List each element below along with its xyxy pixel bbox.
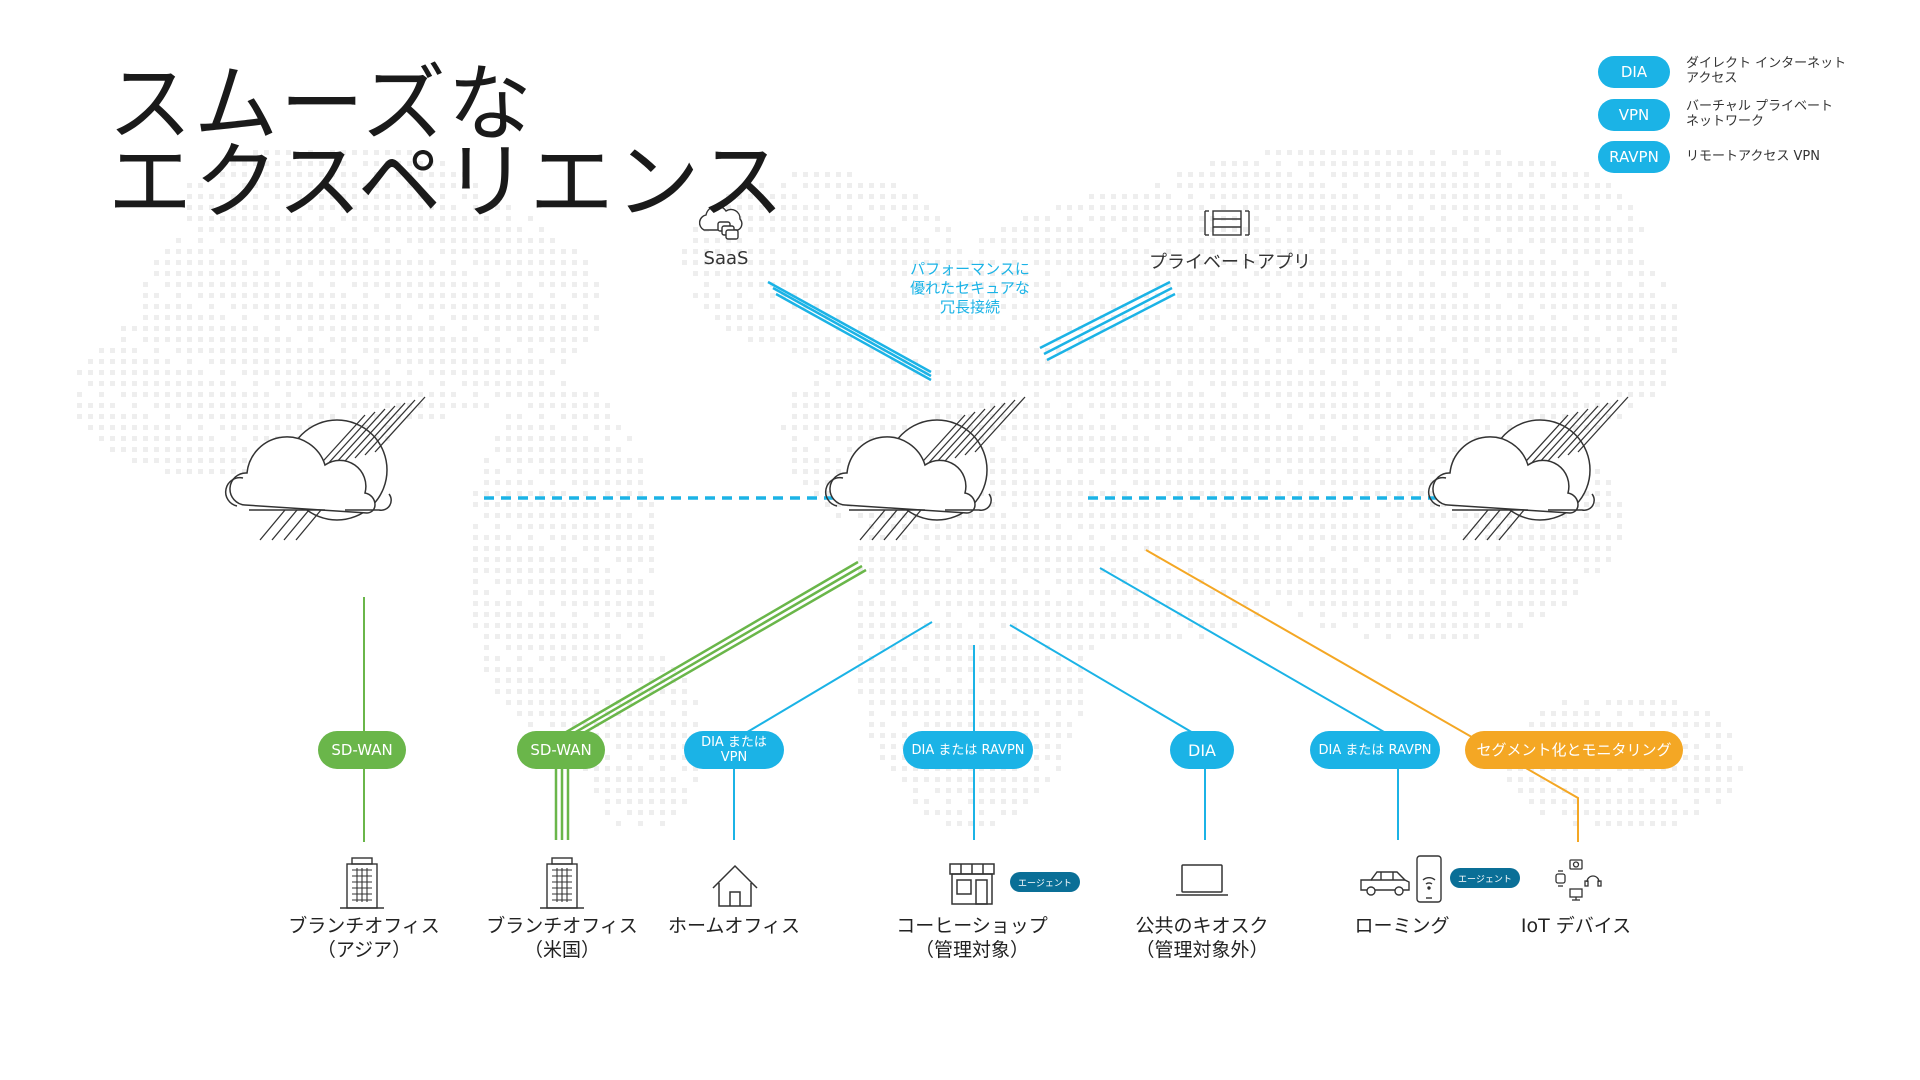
legend-item-ravpn: RAVPN リモートアクセス VPN [1598, 141, 1898, 181]
server-icon [1204, 210, 1250, 236]
link-branch-us [554, 560, 867, 840]
page-title-line-1: スムーズな [108, 55, 534, 153]
legend-desc: ダイレクト インターネット アクセス [1686, 56, 1847, 86]
private-app-label: プライベートアプリ [1149, 252, 1311, 273]
endpoint-label-iot: IoT デバイス [1520, 915, 1632, 937]
connection-pill-dia-vpn: DIA または VPN [684, 731, 784, 769]
endpoint-label-kiosk: 公共のキオスク （管理対象外） [1135, 915, 1269, 961]
link-kiosk [1009, 624, 1206, 840]
legend-pill: RAVPN [1598, 141, 1670, 173]
car-icon [1360, 871, 1410, 896]
saas-connection-lines [767, 280, 932, 382]
connection-annotation: パフォーマンスに 優れたセキュアな 冗長接続 [910, 260, 1030, 316]
saas-label: SaaS [703, 248, 749, 269]
agent-badge: エージェント [1010, 872, 1080, 892]
house-icon [712, 864, 758, 907]
storefront-icon [949, 863, 995, 905]
connection-pill-sdwan-us: SD-WAN [517, 731, 605, 769]
connection-pill-sdwan-asia: SD-WAN [318, 731, 406, 769]
building-icon [540, 857, 584, 909]
private-app-connection-lines [1039, 280, 1176, 362]
laptop-icon [1176, 864, 1228, 896]
legend-item-dia: DIA ダイレクト インターネット アクセス [1598, 56, 1898, 96]
phone-wifi-icon [1416, 855, 1442, 903]
iot-devices-icon [1555, 859, 1602, 901]
endpoint-label-branch-us: ブランチオフィス （米国） [486, 915, 638, 961]
page-title-line-2: エクスペリエンス [108, 133, 786, 231]
endpoint-label-roaming: ローミング [1354, 915, 1450, 937]
legend-desc: バーチャル プライベート ネットワーク [1686, 99, 1834, 129]
cloud-icon [1428, 396, 1629, 541]
legend-pill: DIA [1598, 56, 1670, 88]
connection-pill-dia: DIA [1170, 731, 1234, 769]
legend-desc: リモートアクセス VPN [1686, 149, 1820, 164]
connection-pill-dia-ravpn-roaming: DIA または RAVPN [1310, 731, 1440, 769]
building-icon [340, 857, 384, 909]
connection-pill-dia-ravpn: DIA または RAVPN [903, 731, 1033, 769]
legend-pill: VPN [1598, 99, 1670, 131]
endpoint-label-coffee-shop: コーヒーショップ （管理対象） [896, 915, 1048, 961]
agent-badge: エージェント [1450, 868, 1520, 888]
cloud-icon [225, 396, 426, 541]
world-map-dots [77, 150, 1743, 826]
saas-cloud-icon [698, 205, 743, 240]
link-iot [1145, 549, 1579, 842]
connection-pill-segmentation: セグメント化とモニタリング [1465, 731, 1683, 769]
legend-item-vpn: VPN バーチャル プライベート ネットワーク [1598, 99, 1898, 139]
endpoint-label-home-office: ホームオフィス [667, 915, 801, 937]
endpoint-label-branch-asia: ブランチオフィス （アジア） [288, 915, 440, 961]
cloud-icon [825, 396, 1026, 541]
